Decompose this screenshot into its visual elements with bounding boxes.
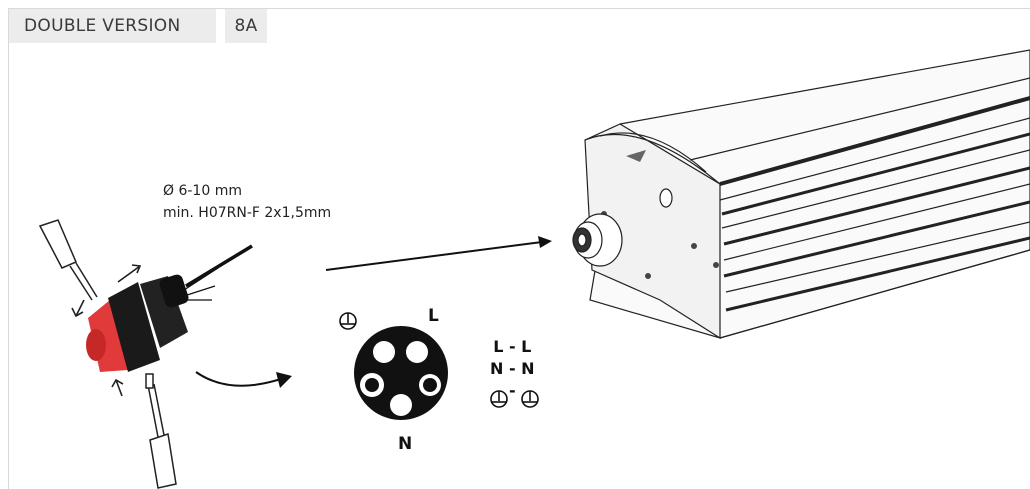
wiring-mapping: L - L N - N - (490, 336, 535, 402)
fixture-cable-gland-icon (572, 213, 623, 267)
cable-type-label: min. H07RN-F 2x1,5mm (163, 205, 332, 221)
mapping-ground-separator: - (508, 381, 516, 400)
cable-diameter-label: Ø 6-10 mm (163, 183, 242, 199)
curved-arrow (195, 371, 292, 388)
mapping-live: L - L (493, 337, 532, 356)
ground-symbol-icon (339, 312, 357, 330)
mapping-neutral: N - N (490, 359, 535, 378)
led-fixture-icon (584, 49, 1030, 340)
connection-arrow (325, 236, 552, 271)
connector-pin-face (354, 326, 448, 420)
mapping-ground: - (490, 380, 535, 402)
hint-arrows (71, 264, 142, 397)
frame-top-border (8, 8, 1030, 9)
live-pin-label: L (428, 306, 439, 326)
amperage-tab: 8A (225, 9, 267, 43)
ground-symbol-mapping-right-icon (521, 390, 539, 408)
frame-left-border (8, 8, 9, 489)
cable-gland-connector-icon (86, 274, 189, 372)
screwdriver-bottom-icon (145, 373, 177, 489)
screwdriver-top-icon (38, 219, 98, 301)
neutral-pin-label: N (398, 434, 413, 454)
version-tab: DOUBLE VERSION (9, 9, 216, 43)
ground-symbol-mapping-left-icon (490, 390, 508, 408)
cable-spec: Ø 6-10 mm min. H07RN-F 2x1,5mm (163, 180, 331, 224)
cable-wires (183, 244, 253, 301)
